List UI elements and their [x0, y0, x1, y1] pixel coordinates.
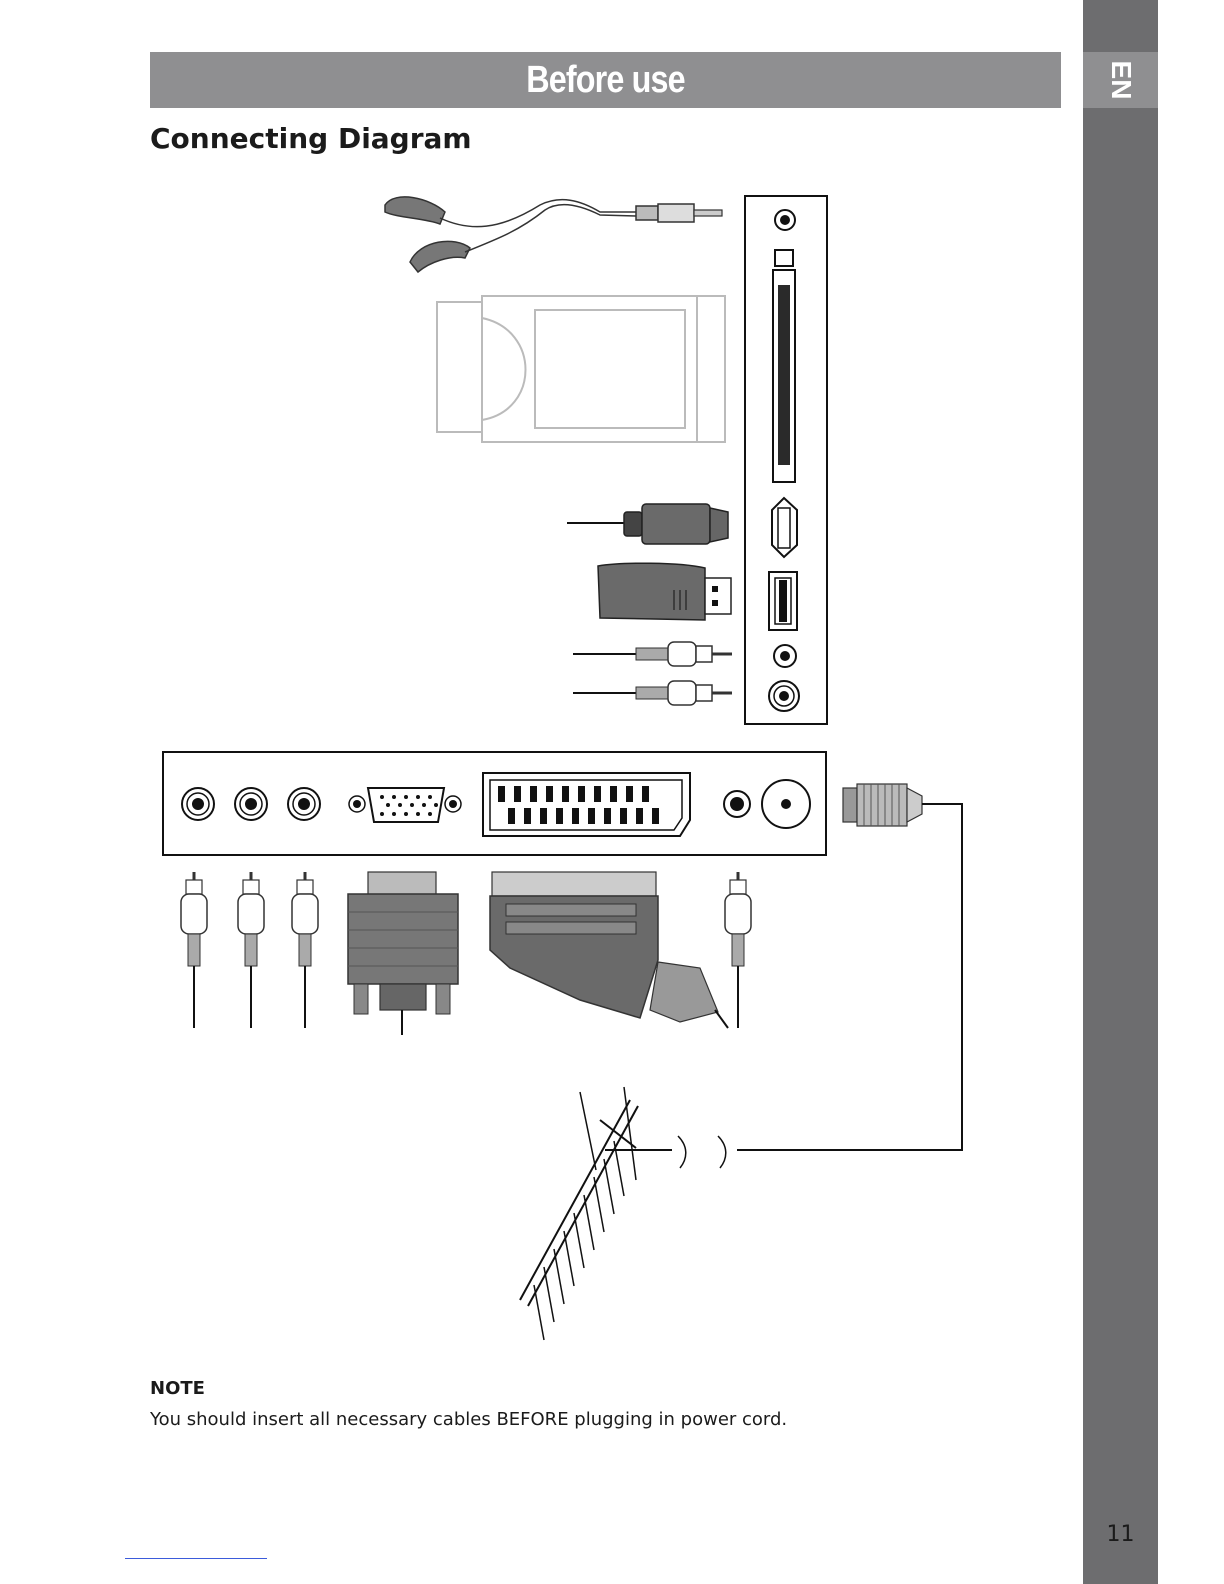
component-jack-1 — [182, 788, 214, 820]
component-jack-2 — [235, 788, 267, 820]
rear-rca-plug-1 — [181, 872, 207, 1028]
hdmi-port — [772, 498, 797, 557]
rear-rca-plug-2 — [238, 872, 264, 1028]
note-label: NOTE — [150, 1378, 205, 1399]
usb-stick — [598, 563, 731, 620]
side-audio-jack — [769, 681, 799, 711]
vga-plug — [348, 872, 458, 1035]
side-rca-plug-2 — [573, 681, 732, 705]
page-number: 11 — [1083, 1522, 1158, 1547]
side-av-jack — [774, 645, 796, 667]
antenna-input-port — [762, 780, 810, 828]
footer-rule — [125, 1558, 267, 1559]
ci-card-slot — [773, 250, 795, 482]
scart-port — [483, 773, 690, 836]
rear-panel — [163, 752, 826, 855]
usb-port — [769, 572, 797, 630]
note-text: You should insert all necessary cables B… — [150, 1409, 787, 1430]
component-jack-3 — [288, 788, 320, 820]
ci-module-card — [437, 296, 725, 442]
coaxial-audio-jack — [724, 791, 750, 817]
side-rca-plug-1 — [573, 642, 732, 666]
tv-antenna — [520, 1087, 726, 1340]
rear-rca-plug-3 — [292, 872, 318, 1028]
headphone-jack — [775, 210, 795, 230]
rear-rca-plug-4 — [725, 872, 751, 1028]
side-panel — [745, 196, 827, 724]
scart-plug — [490, 872, 728, 1028]
headphones — [385, 197, 722, 272]
hdmi-plug — [567, 504, 728, 544]
